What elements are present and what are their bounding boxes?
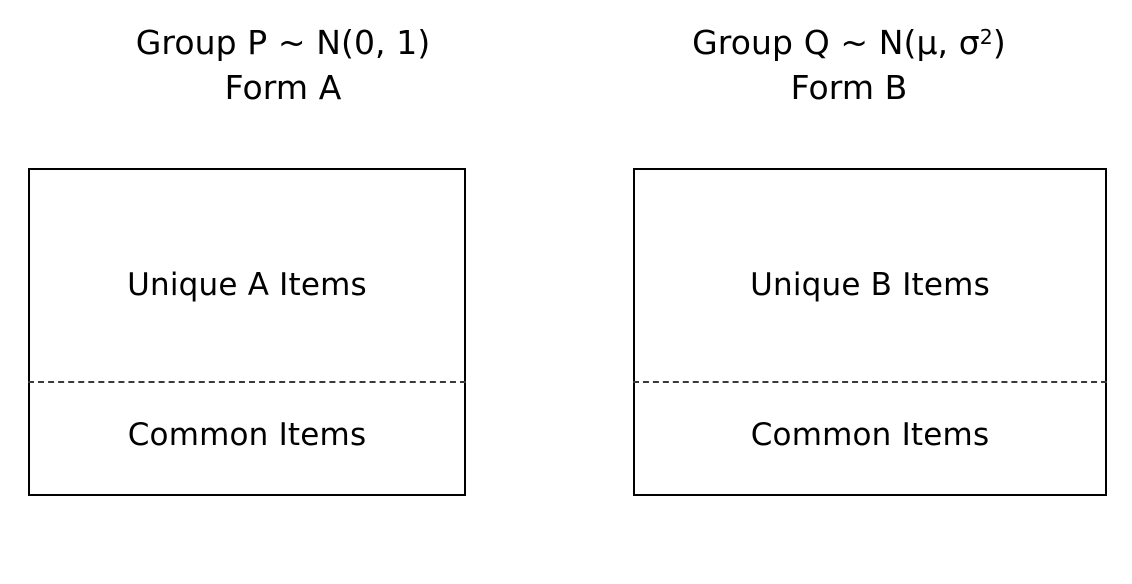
form-b-common-label: Common Items bbox=[750, 416, 990, 453]
form-b-unique-region: Unique B Items bbox=[635, 170, 1105, 381]
form-b-common-region: Common Items bbox=[635, 381, 1105, 494]
panel-left-title: Group P ~ N(0, 1) Form A bbox=[0, 26, 566, 104]
panel-right-title-dist-pre: Group Q ~ N(μ, σ bbox=[692, 23, 980, 62]
form-a-unique-region: Unique A Items bbox=[30, 170, 464, 381]
panel-right-title-distribution: Group Q ~ N(μ, σ2) bbox=[566, 26, 1132, 59]
panel-group-p: Group P ~ N(0, 1) Form A Unique A Items … bbox=[0, 26, 566, 496]
panel-right-title-dist-post: ) bbox=[992, 23, 1006, 62]
form-b-unique-label: Unique B Items bbox=[750, 266, 990, 303]
form-a-item-box: Unique A Items Common Items bbox=[28, 168, 466, 496]
panel-left-title-form: Form A bbox=[224, 68, 342, 107]
form-a-section-divider bbox=[28, 381, 466, 383]
form-a-common-region: Common Items bbox=[30, 381, 464, 494]
form-a-common-label: Common Items bbox=[127, 416, 367, 453]
panel-group-q: Group Q ~ N(μ, σ2) Form B Unique B Items… bbox=[566, 0, 1132, 584]
form-b-item-box: Unique B Items Common Items bbox=[633, 168, 1107, 496]
panel-right-title-form: Form B bbox=[790, 68, 908, 107]
panel-right-title: Group Q ~ N(μ, σ2) Form B bbox=[566, 26, 1132, 104]
form-b-section-divider bbox=[633, 381, 1107, 383]
panel-right-title-dist-superscript: 2 bbox=[979, 24, 993, 49]
form-a-unique-label: Unique A Items bbox=[127, 266, 367, 303]
panel-left-title-distribution: Group P ~ N(0, 1) bbox=[135, 23, 431, 62]
